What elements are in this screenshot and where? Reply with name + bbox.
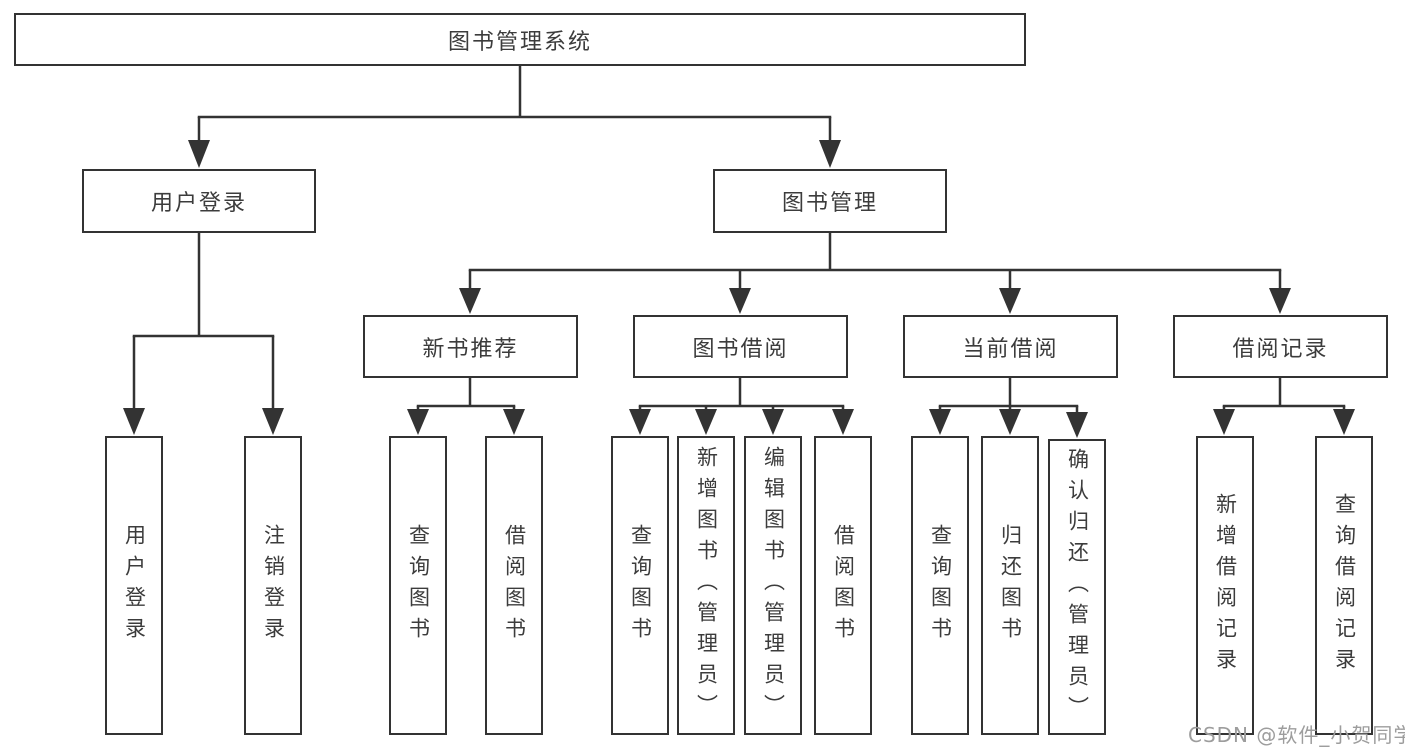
node-add-borrow-record: 新增借阅记录 xyxy=(1196,436,1254,735)
connector-recommend-to-leaves xyxy=(407,378,525,435)
node-query-books: 查询图书 xyxy=(911,436,969,735)
node-borrow-books: 借阅图书 xyxy=(814,436,872,735)
leaf-label: 新增借阅记录 xyxy=(1213,492,1238,679)
leaf-label: 借阅图书 xyxy=(831,523,856,648)
node-return-book: 归还图书 xyxy=(981,436,1039,735)
node-user-login: 用户登录 xyxy=(82,169,316,233)
node-current-borrow: 当前借阅 xyxy=(903,315,1118,378)
connector-borrow-to-leaves xyxy=(629,378,854,435)
leaf-label: 查询图书 xyxy=(406,523,431,648)
node-new-book-recommend: 新书推荐 xyxy=(363,315,578,378)
leaf-label: 确认归还（管理员） xyxy=(1065,447,1090,727)
node-logout: 注销登录 xyxy=(244,436,302,735)
node-edit-book-admin: 编辑图书（管理员） xyxy=(744,436,802,735)
csdn-watermark: CSDN @软件_小贺同学 xyxy=(1188,723,1405,747)
leaf-label: 用户登录 xyxy=(122,523,147,648)
leaf-label: 归还图书 xyxy=(998,523,1023,648)
connector-root-to-level2 xyxy=(188,66,841,168)
node-user-login-leaf: 用户登录 xyxy=(105,436,163,735)
connector-mgmt-to-level3 xyxy=(459,233,1291,314)
leaf-label: 查询借阅记录 xyxy=(1332,492,1357,679)
leaf-label: 注销登录 xyxy=(261,523,286,648)
node-borrow-records: 借阅记录 xyxy=(1173,315,1388,378)
connector-login-to-leaves xyxy=(123,233,284,435)
connector-records-to-leaves xyxy=(1213,378,1355,435)
node-book-borrow: 图书借阅 xyxy=(633,315,848,378)
leaf-label: 查询图书 xyxy=(928,523,953,648)
leaf-label: 借阅图书 xyxy=(502,523,527,648)
node-confirm-return-admin: 确认归还（管理员） xyxy=(1048,439,1106,735)
node-book-management: 图书管理 xyxy=(713,169,947,233)
node-borrow-books: 借阅图书 xyxy=(485,436,543,735)
leaf-label: 新增图书（管理员） xyxy=(694,446,719,725)
leaf-label: 查询图书 xyxy=(628,523,653,648)
node-query-books: 查询图书 xyxy=(389,436,447,735)
node-query-books: 查询图书 xyxy=(611,436,669,735)
node-library-management-system: 图书管理系统 xyxy=(14,13,1026,66)
leaf-label: 编辑图书（管理员） xyxy=(761,446,786,725)
node-query-borrow-record: 查询借阅记录 xyxy=(1315,436,1373,735)
node-add-book-admin: 新增图书（管理员） xyxy=(677,436,735,735)
connector-current-to-leaves xyxy=(929,378,1088,438)
